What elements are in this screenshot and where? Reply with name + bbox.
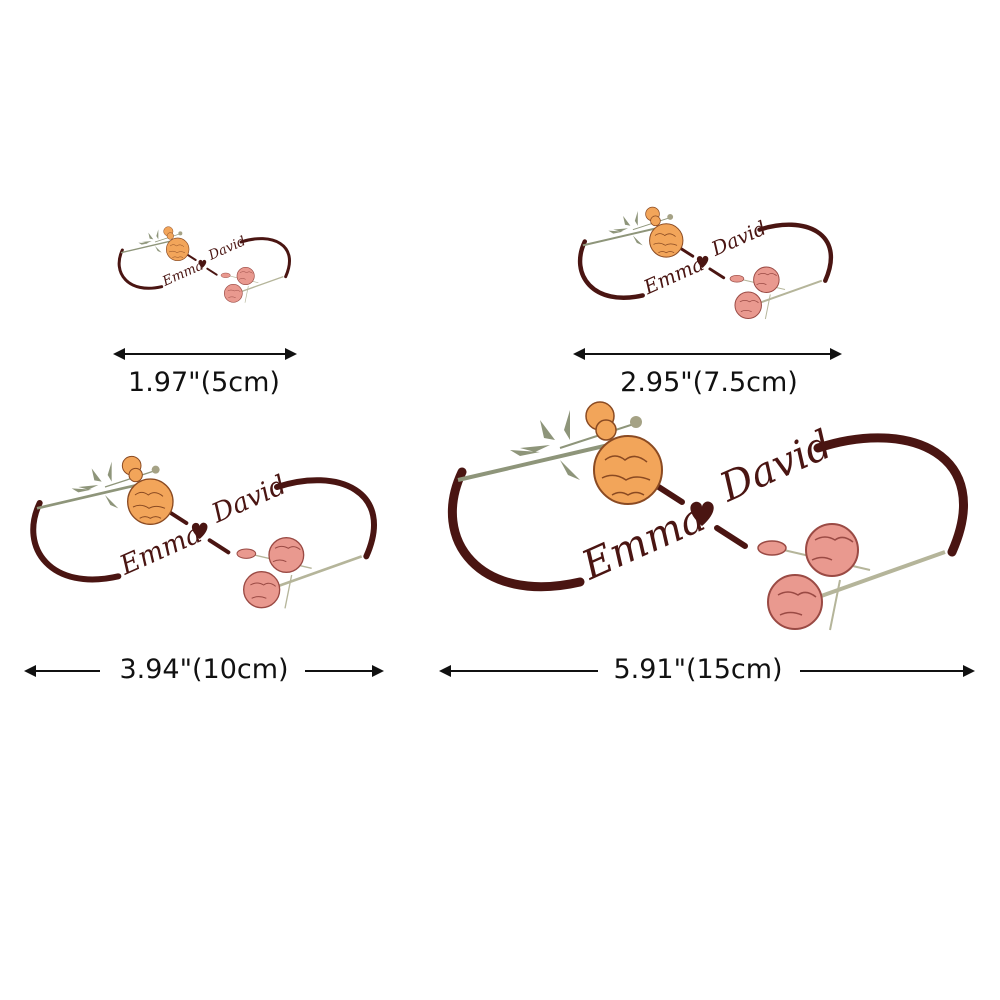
name-left: Emma [574, 495, 711, 590]
dimension-line-10cm-right [305, 670, 375, 672]
tattoo-design-7-5cm: Emma David [574, 206, 839, 324]
arrow-right-icon [372, 665, 384, 677]
arrow-left-icon [439, 665, 451, 677]
arrow-right-icon [830, 348, 842, 360]
arrow-left-icon [573, 348, 585, 360]
arrow-right-icon [285, 348, 297, 360]
size-label-15cm: 5.91"(15cm) [613, 654, 783, 685]
size-label-10cm: 3.94"(10cm) [119, 654, 289, 685]
size-label-7-5cm: 2.95"(7.5cm) [620, 367, 798, 398]
arrow-right-icon [963, 665, 975, 677]
name-left: Emma [160, 258, 206, 290]
arrow-left-icon [113, 348, 125, 360]
name-right: David [206, 469, 291, 529]
dimension-line-5cm [120, 353, 290, 355]
dimension-line-7-5cm [580, 353, 835, 355]
dimension-line-10cm-left [32, 670, 100, 672]
name-left: Emma [639, 252, 707, 299]
dimension-line-15cm-right [800, 670, 965, 672]
name-right: David [206, 234, 249, 264]
dimension-line-15cm-left [448, 670, 598, 672]
name-left: Emma [114, 518, 206, 582]
name-right: David [712, 422, 838, 512]
tattoo-design-5cm: Emma David [115, 226, 295, 306]
name-right: David [707, 216, 770, 261]
size-label-5cm: 1.97"(5cm) [128, 367, 280, 398]
tattoo-design-10cm: Emma David [25, 455, 385, 615]
arrow-left-icon [24, 665, 36, 677]
tattoo-design-15cm: Emma David [440, 400, 980, 640]
